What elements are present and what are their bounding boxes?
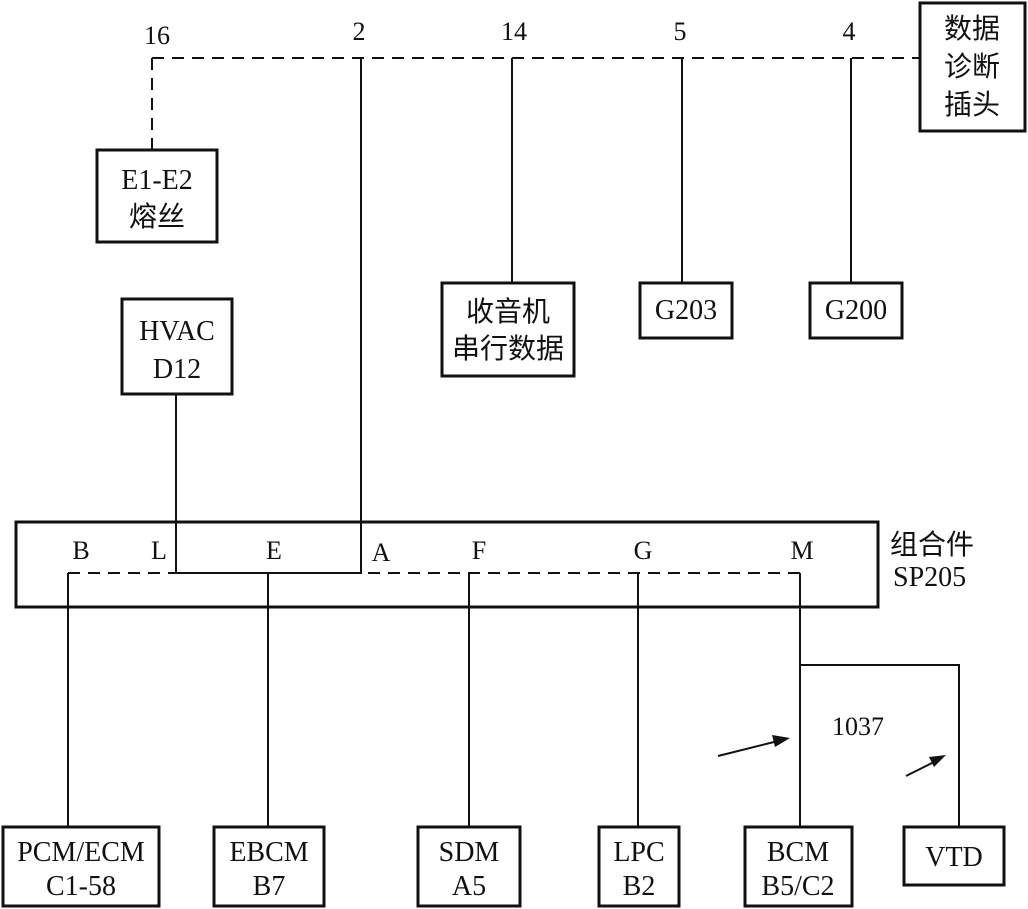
- splice-name-line2: SP205: [893, 562, 966, 593]
- fuse-label-line1: E1-E2: [121, 165, 193, 196]
- bcm-label-line2: B5/C2: [761, 871, 834, 902]
- wire-number-label: 1037: [832, 712, 884, 741]
- radio-label-line1: 收音机: [466, 296, 550, 328]
- lpc-module: LPC B2: [597, 825, 681, 908]
- signal-arrow-left: [717, 735, 790, 757]
- lpc-label-line1: LPC: [613, 837, 664, 868]
- pcm-ecm-module: PCM/ECM C1-58: [1, 825, 161, 908]
- bcm-module: BCM B5/C2: [743, 825, 854, 908]
- terminal-g-label: G: [634, 536, 653, 565]
- hvac-label-line1: HVAC: [139, 316, 215, 347]
- sdm-module: SDM A5: [416, 825, 522, 908]
- hvac-label-line2: D12: [153, 354, 201, 385]
- radio-module: 收音机 串行数据: [440, 281, 576, 378]
- connector-title-line1: 数据: [944, 13, 1000, 45]
- fuse-box: E1-E2 熔丝: [95, 148, 219, 244]
- terminal-m-label: M: [790, 536, 813, 565]
- terminal-f-label: F: [472, 536, 486, 565]
- connector-title-line3: 插头: [944, 89, 1000, 121]
- terminal-b-label: B: [72, 536, 89, 565]
- g200-ground: G200: [808, 281, 904, 340]
- hvac-module: HVAC D12: [120, 297, 234, 396]
- terminal-a-label: A: [372, 538, 391, 567]
- splice-name-line1: 组合件: [890, 529, 974, 561]
- sdm-label-line1: SDM: [439, 837, 500, 868]
- g200-label: G200: [825, 295, 887, 326]
- terminal-l-label: L: [151, 536, 167, 565]
- bcm-label-line1: BCM: [767, 837, 829, 868]
- vtd-module: VTD: [902, 825, 1006, 887]
- pin-2-label: 2: [353, 17, 366, 46]
- ebcm-label-line2: B7: [253, 871, 286, 902]
- ebcm-module: EBCM B7: [212, 825, 326, 908]
- pin-14-label: 14: [501, 17, 527, 46]
- lpc-label-line2: B2: [623, 871, 656, 902]
- vtd-wire: [800, 664, 960, 827]
- pin-5-label: 5: [674, 17, 687, 46]
- fuse-label-line2: 熔丝: [129, 201, 185, 233]
- data-link-connector: 数据 诊断 插头: [918, 1, 1027, 133]
- vtd-label: VTD: [925, 842, 983, 873]
- sdm-label-line2: A5: [452, 871, 486, 902]
- pcm-label-line1: PCM/ECM: [17, 837, 145, 868]
- pcm-label-line2: C1-58: [46, 871, 116, 902]
- g203-ground: G203: [638, 281, 734, 340]
- ebcm-label-line1: EBCM: [229, 837, 308, 868]
- terminal-e-label: E: [266, 536, 282, 565]
- g203-label: G203: [655, 295, 717, 326]
- pin-16-label: 16: [144, 21, 170, 50]
- pin-4-label: 4: [843, 17, 856, 46]
- radio-label-line2: 串行数据: [452, 333, 564, 365]
- signal-arrow-right: [905, 755, 946, 777]
- connector-title-line2: 诊断: [944, 51, 1000, 83]
- splice-pack: B L E A F G M: [14, 520, 880, 609]
